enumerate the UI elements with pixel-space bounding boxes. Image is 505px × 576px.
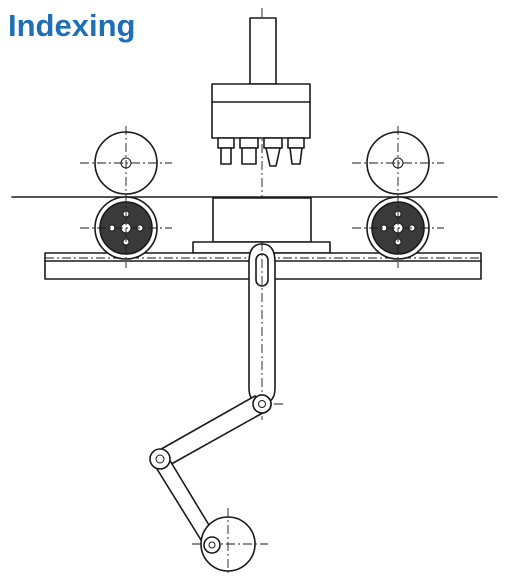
right-lower-roller (352, 194, 444, 268)
punch-pins (217, 137, 305, 167)
slotted-link (248, 242, 276, 410)
connecting-rod (155, 394, 272, 468)
crank-wheel (192, 508, 268, 576)
punch-head (211, 83, 311, 139)
punch-ram (249, 17, 277, 85)
left-upper-roller (80, 126, 172, 198)
right-upper-roller (352, 126, 444, 198)
page-title: Indexing (8, 8, 136, 43)
left-lower-roller (80, 194, 172, 268)
